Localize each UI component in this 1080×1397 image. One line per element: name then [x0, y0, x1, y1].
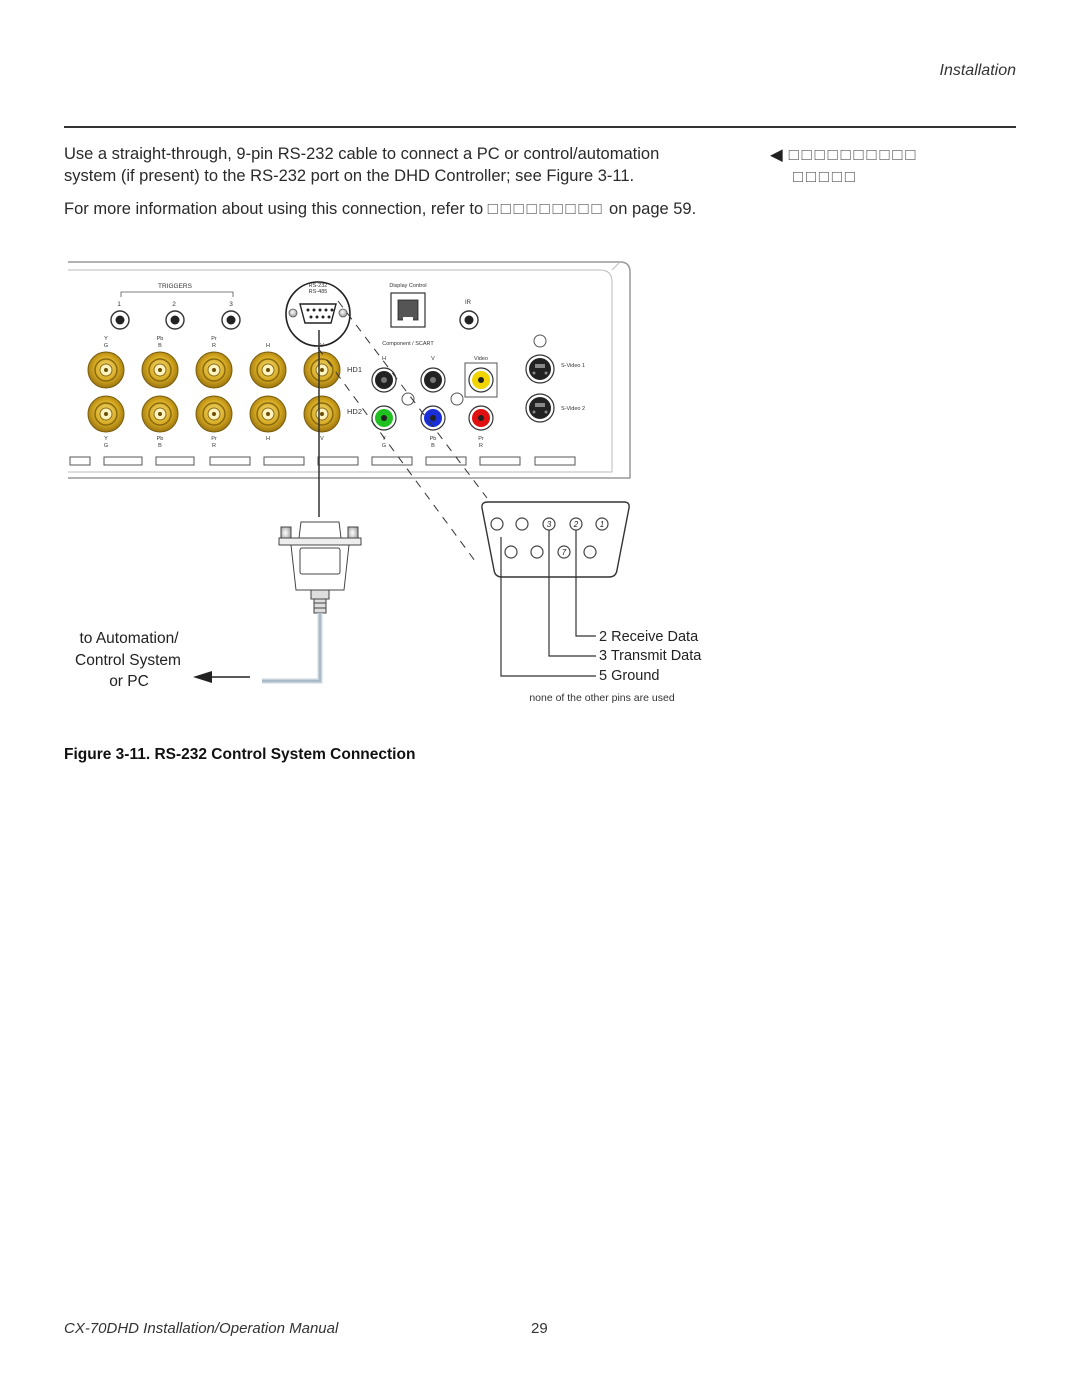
rs232-port: [288, 303, 348, 324]
side-note-line-2: □□□□□: [793, 168, 858, 186]
svg-text:Y: Y: [382, 436, 386, 442]
component-bottom-labels: YG PbB PrR: [382, 436, 484, 449]
pin-legend-receive: 2 Receive Data: [599, 629, 699, 645]
pin-2-number: 2: [573, 520, 579, 529]
svg-text:Pr: Pr: [478, 436, 484, 442]
comp-h-label: H: [382, 356, 386, 362]
svg-text:R: R: [479, 443, 483, 449]
svideo-1-label: S-Video 1: [561, 363, 585, 369]
cable-inner: [262, 613, 321, 682]
arrow-to-pc: [193, 671, 250, 683]
trigger-1-label: 1: [117, 301, 121, 308]
db9-cable-connector: [278, 521, 362, 614]
side-note-arrow-icon: ◀: [770, 146, 783, 164]
ground-screw: [533, 334, 547, 348]
video-label: Video: [474, 356, 488, 362]
comp-v-label: V: [431, 356, 435, 362]
footer-manual-title: CX-70DHD Installation/Operation Manual: [64, 1320, 339, 1337]
side-note-line-1: □□□□□□□□□□: [788, 146, 919, 164]
cross-reference-link[interactable]: □□□□□□□□□: [487, 200, 605, 218]
rs232-connection-diagram: TRIGGERS 1 2 3 RS-232 RS-485 Display Con…: [68, 261, 702, 704]
side-note: ◀ □□□□□□□□□□ □□□□□: [770, 144, 918, 188]
body-paragraph-1: Use a straight-through, 9-pin RS-232 cab…: [64, 143, 659, 187]
pin-legend-ground: 5 Ground: [599, 668, 659, 684]
svg-text:G: G: [104, 343, 108, 349]
rca-jacks: [371, 362, 498, 431]
pin-3-number: 3: [547, 520, 552, 529]
bnc-top-labels: YG PbB PrR H V: [104, 336, 324, 349]
svg-text:Pb: Pb: [157, 436, 164, 442]
controller-rear-panel: [68, 261, 631, 479]
trigger-jacks: [110, 310, 241, 330]
ir-label: IR: [465, 300, 472, 306]
trigger-2-label: 2: [172, 301, 176, 308]
cable-outer: [262, 613, 323, 684]
bnc-bottom-labels: YG PbB PrR H V: [104, 436, 324, 449]
to-label-line-1: to Automation/: [79, 630, 179, 647]
svg-text:R: R: [212, 343, 216, 349]
svg-text:R: R: [212, 443, 216, 449]
paragraph-2-prefix: For more information about using this co…: [64, 200, 484, 218]
svg-text:Y: Y: [104, 336, 108, 342]
paragraph-1-line-1: Use a straight-through, 9-pin RS-232 cab…: [64, 145, 660, 163]
to-label-line-2: Control System: [75, 652, 181, 669]
svideo-ports: [525, 354, 555, 423]
ir-jack: [459, 310, 479, 330]
svg-text:Y: Y: [104, 436, 108, 442]
figure-caption: Figure 3-11. RS-232 Control System Conne…: [64, 746, 416, 763]
svg-text:H: H: [266, 436, 270, 442]
svg-text:B: B: [158, 343, 162, 349]
footer-page-number: 29: [531, 1320, 548, 1337]
hd1-label: HD1: [347, 365, 362, 374]
svg-text:Pr: Pr: [211, 336, 217, 342]
svg-text:B: B: [158, 443, 162, 449]
pin-1-number: 1: [600, 520, 604, 529]
db9-pinout-diagram: 3 2 1 7: [481, 501, 630, 677]
pin-note: none of the other pins are used: [529, 692, 675, 704]
display-control-rj45-port: [390, 292, 426, 328]
pin-7-number: 7: [562, 548, 567, 557]
triggers-bracket: [120, 291, 234, 297]
paragraph-1-line-2: system (if present) to the RS-232 port o…: [64, 167, 635, 185]
paragraph-2-suffix: on page 59.: [609, 200, 697, 218]
body-paragraph-2: For more information about using this co…: [64, 198, 696, 220]
component-scart-label: Component / SCART: [382, 341, 434, 347]
svg-text:Pb: Pb: [157, 336, 164, 342]
svg-text:V: V: [320, 343, 324, 349]
display-control-label: Display Control: [389, 283, 426, 289]
header-section-title: Installation: [939, 62, 1017, 79]
svg-text:G: G: [104, 443, 108, 449]
svg-text:Pb: Pb: [430, 436, 437, 442]
rs232-highlight-circle: [285, 281, 351, 347]
header-rule: [64, 126, 1016, 128]
rs232-port-label: RS-232: [309, 283, 328, 289]
svg-text:V: V: [320, 436, 324, 442]
triggers-label: TRIGGERS: [158, 283, 193, 290]
svg-text:G: G: [382, 443, 386, 449]
bnc-connectors-row-2: [87, 395, 341, 433]
hd2-label: HD2: [347, 407, 362, 416]
zoom-dashed-lines: [317, 300, 488, 566]
to-label-line-3: or PC: [109, 673, 149, 690]
svg-text:Pr: Pr: [211, 436, 217, 442]
pin-legend-transmit: 3 Transmit Data: [599, 648, 702, 664]
bnc-connectors-row-1: [87, 351, 341, 389]
svg-text:H: H: [266, 343, 270, 349]
rs485-port-label: RS-485: [309, 289, 328, 295]
svideo-2-label: S-Video 2: [561, 406, 585, 412]
svg-text:B: B: [431, 443, 435, 449]
trigger-3-label: 3: [229, 301, 233, 308]
